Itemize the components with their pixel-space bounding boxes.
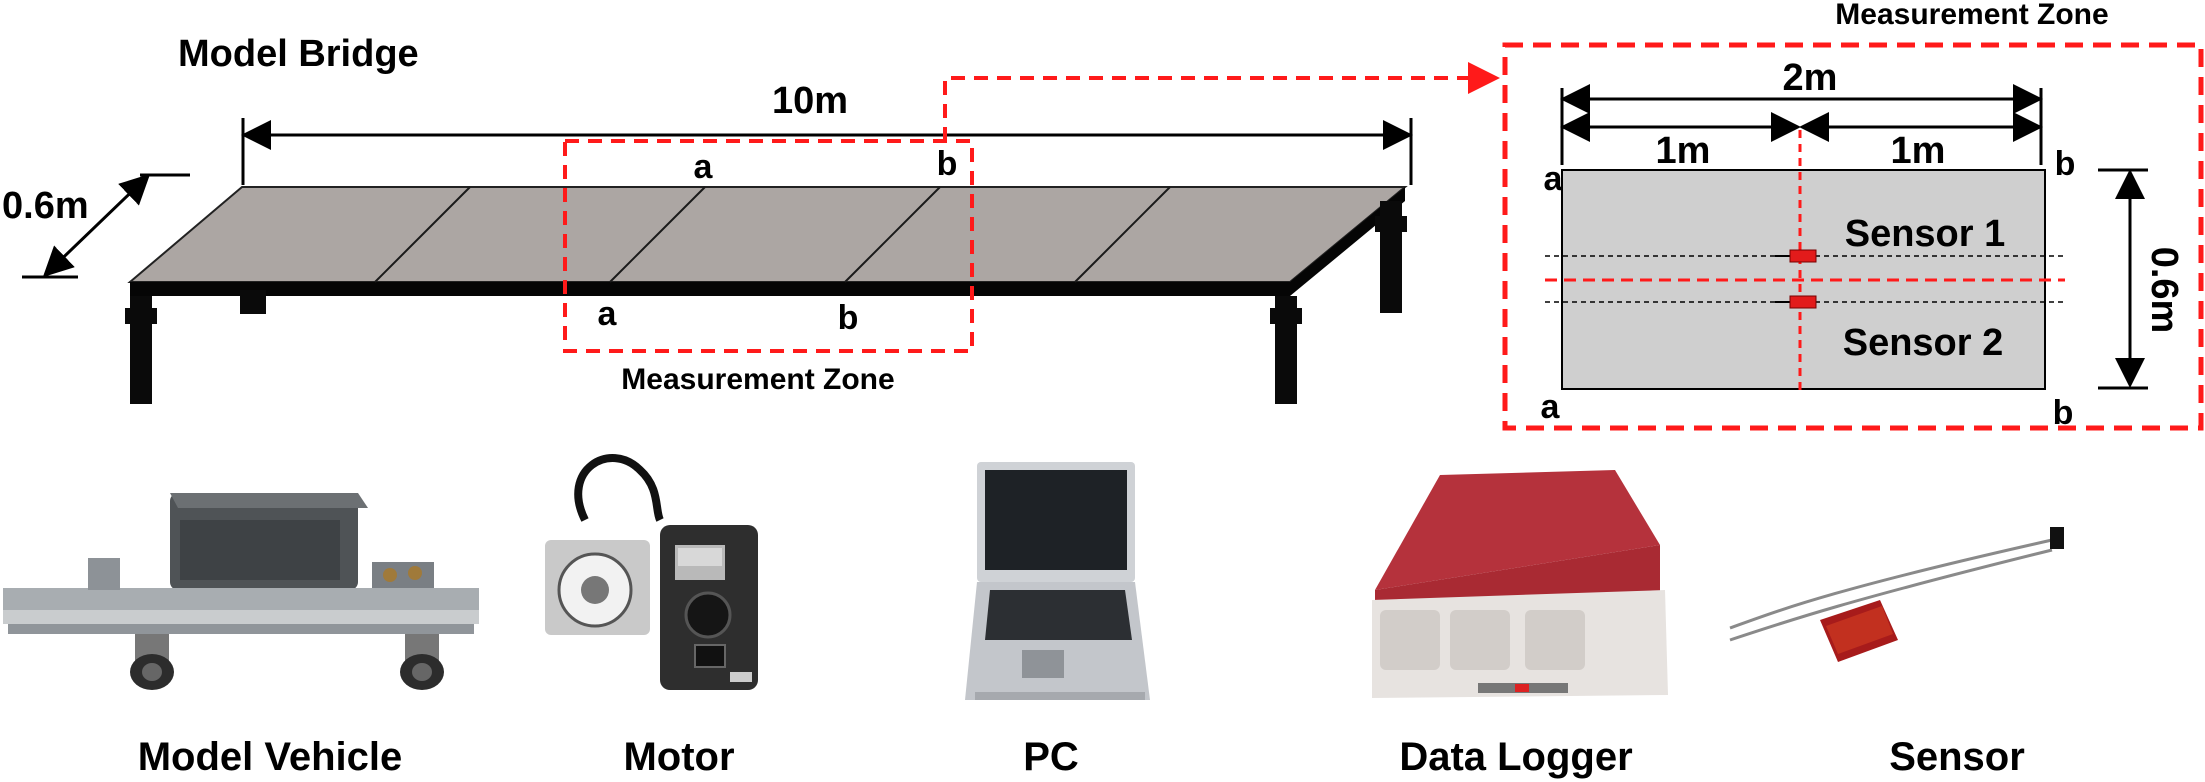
zone-point-b-bottom: b [2053, 394, 2074, 432]
caption-motor: Motor [623, 735, 734, 779]
sensor1-label: Sensor 1 [1845, 213, 2006, 255]
width-dimension-line [42, 173, 151, 278]
bridge-deck [127, 186, 1408, 283]
data-logger-image [1372, 470, 1668, 698]
sensor-image [1729, 527, 2064, 662]
deck-side [1290, 187, 1405, 296]
zone-point-b-top: b [2055, 145, 2076, 183]
bridge-zone-caption: Measurement Zone [621, 363, 894, 396]
caption-sensor: Sensor [1889, 735, 2025, 779]
zone-total-span: 2m [1783, 57, 1838, 99]
zone-point-a-top: a [1544, 160, 1564, 198]
model-bridge: Model Bridge 10m 0.6m [2, 33, 1500, 404]
bridge-point-a-bottom: a [598, 295, 618, 333]
motor-image [545, 454, 758, 690]
zoom-connector [943, 62, 1500, 141]
zone-point-a-bottom: a [1541, 388, 1561, 426]
bridge-point-b-top: b [937, 145, 958, 183]
zone-height-label: 0.6m [2143, 247, 2185, 334]
bridge-point-a-top: a [694, 148, 714, 186]
deck-edge [130, 282, 1290, 296]
pc-image [965, 462, 1150, 700]
equipment-captions: Model Vehicle Motor PC Data Logger Senso… [138, 735, 2025, 779]
caption-data-logger: Data Logger [1399, 735, 1632, 779]
bridge-title: Model Bridge [178, 33, 419, 75]
bridge-supports [125, 201, 1407, 404]
bridge-point-b-bottom: b [838, 299, 859, 337]
zone-left-span: 1m [1656, 130, 1711, 172]
model-vehicle-image [3, 493, 479, 690]
zone-detail-title: Measurement Zone [1835, 0, 2108, 31]
sensor2-label: Sensor 2 [1843, 322, 2004, 364]
deck-joints [374, 186, 1171, 283]
bridge-measurement-zone [563, 139, 974, 353]
sensor2-marker [1775, 295, 1817, 309]
width-label: 0.6m [2, 185, 89, 227]
caption-model-vehicle: Model Vehicle [138, 735, 403, 779]
zone-right-span: 1m [1891, 130, 1946, 172]
caption-pc: PC [1023, 735, 1079, 779]
length-label: 10m [772, 80, 848, 122]
zone-detail: Measurement Zone 2m 1m 1m Sensor 1 Senso… [1502, 0, 2204, 432]
zone-detail-frame [1502, 42, 2204, 431]
sensor1-marker [1775, 249, 1817, 263]
